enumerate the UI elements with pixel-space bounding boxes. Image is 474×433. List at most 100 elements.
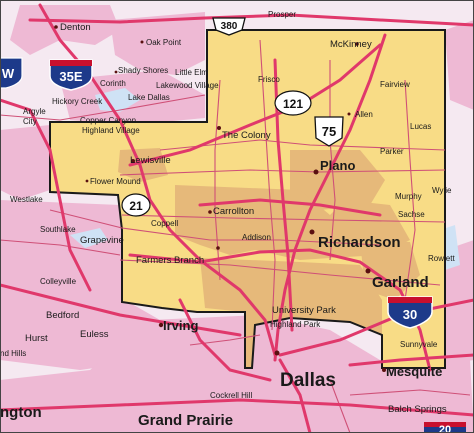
city-dot: [114, 70, 118, 74]
shield-us-380: 380: [212, 17, 246, 36]
city-dot: [140, 40, 144, 44]
shield-interstate-20: 20: [424, 422, 466, 433]
shield-label-121: 121: [283, 97, 303, 111]
highway-20: [0, 398, 474, 417]
lake-lewisville: [95, 88, 140, 112]
urban-core-richardson: [175, 185, 410, 260]
label-grapevine: Grapevine: [80, 235, 124, 246]
city-markers: [54, 25, 386, 372]
label-garland: Garland: [372, 274, 429, 291]
urban-area-west: [0, 125, 50, 200]
label-addison: Addison: [242, 233, 271, 242]
water-bodies: [70, 88, 460, 270]
label-university-park: University Park: [272, 305, 336, 316]
label-copper-canyon: Copper Canyon: [80, 116, 136, 125]
lake-grapevine: [70, 228, 108, 248]
city-dot: [274, 350, 280, 356]
highway-loop-12: [178, 298, 272, 382]
label-parker: Parker: [380, 147, 404, 156]
label-colleyville: Colleyville: [40, 277, 77, 286]
highway-183: [0, 283, 242, 337]
major-roads: [0, 39, 471, 433]
label-coppell: Coppell: [151, 219, 178, 228]
label-southlake: Southlake: [40, 225, 76, 234]
label-arlington: ngton: [0, 404, 42, 421]
city-dot: [347, 112, 351, 116]
shield-state-121: 121: [274, 90, 312, 116]
label-nd-hills: nd Hills: [0, 349, 26, 358]
urban-core-garland: [360, 240, 420, 300]
label-bedford: Bedford: [46, 310, 79, 321]
highway-75: [273, 33, 387, 362]
highway-80: [348, 353, 474, 367]
road: [0, 94, 206, 121]
label-hurst: Hurst: [25, 333, 48, 344]
highway-121: [128, 43, 382, 167]
label-lewisville: Lewisville: [130, 155, 171, 166]
label-lake-dallas: Lake Dallas: [128, 93, 170, 102]
shield-label-21: 21: [129, 199, 143, 213]
label-prosper: Prosper: [268, 10, 296, 19]
label-hickory-creek: Hickory Creek: [52, 97, 103, 106]
label-allen: Allen: [355, 110, 373, 119]
city-dot: [216, 246, 220, 250]
city-dot: [382, 368, 386, 372]
road: [404, 79, 416, 301]
label-murphy: Murphy: [395, 192, 422, 201]
highway-35w: [0, 98, 92, 292]
road: [119, 169, 446, 176]
shield-label-20: 20: [439, 424, 451, 433]
label-oak-point: Oak Point: [146, 38, 182, 47]
label-balch-springs: Balch Springs: [388, 404, 447, 415]
highway-30: [278, 298, 474, 357]
shield-us-75: 75: [314, 116, 344, 147]
label-irving: Irving: [163, 318, 198, 333]
label-lakewood-village: Lakewood Village: [156, 81, 219, 90]
label-richardson: Richardson: [318, 234, 401, 251]
label-sunnyvale: Sunnyvale: [400, 340, 438, 349]
highway-dnt: [273, 58, 294, 332]
label-grand-prairie: Grand Prairie: [138, 412, 233, 429]
label-dallas: Dallas: [280, 370, 336, 391]
label-fairview: Fairview: [380, 80, 410, 89]
label-flower-mound: Flower Mound: [90, 177, 141, 186]
urban-areas: [0, 5, 474, 433]
shield-interstate-35e: 35E: [49, 59, 93, 91]
shield-interstate-30: 30: [387, 296, 433, 329]
shield-label-75: 75: [322, 124, 336, 139]
label-lucas: Lucas: [410, 122, 431, 131]
label-denton: Denton: [60, 22, 91, 33]
highway-190: [198, 198, 382, 217]
label-the-colony: The Colony: [222, 130, 271, 141]
shield-label-partial: W: [2, 66, 15, 81]
label-farmers-branch: Farmers Branch: [136, 255, 204, 266]
shield-label-380: 380: [221, 21, 238, 32]
place-labels: Denton Prosper Oak Point McKinney Shady …: [0, 10, 455, 429]
label-sachse: Sachse: [398, 210, 425, 219]
label-wylie: Wylie: [432, 186, 452, 195]
label-shady-shores: Shady Shores: [118, 66, 168, 75]
label-frisco: Frisco: [258, 75, 280, 84]
label-little-elm: Little Elm: [175, 68, 208, 77]
city-dot: [313, 169, 319, 175]
road: [159, 139, 446, 151]
urban-area-north: [110, 12, 205, 75]
highway-380: [28, 13, 474, 27]
road: [349, 389, 471, 396]
label-mesquite: Mesquite: [386, 364, 442, 379]
city-dot: [309, 229, 315, 235]
label-plano: Plano: [320, 158, 355, 173]
label-mckinney: McKinney: [330, 39, 372, 50]
road: [329, 379, 351, 433]
urban-core-plano: [290, 150, 385, 210]
road: [0, 239, 121, 256]
city-dot: [131, 159, 135, 163]
city-dot: [355, 42, 359, 46]
city-dot: [365, 268, 371, 274]
urban-area-southwest: [0, 200, 160, 370]
shield-label-35e: 35E: [59, 69, 82, 84]
label-corinth: Corinth: [100, 79, 126, 88]
city-dot: [158, 322, 164, 328]
